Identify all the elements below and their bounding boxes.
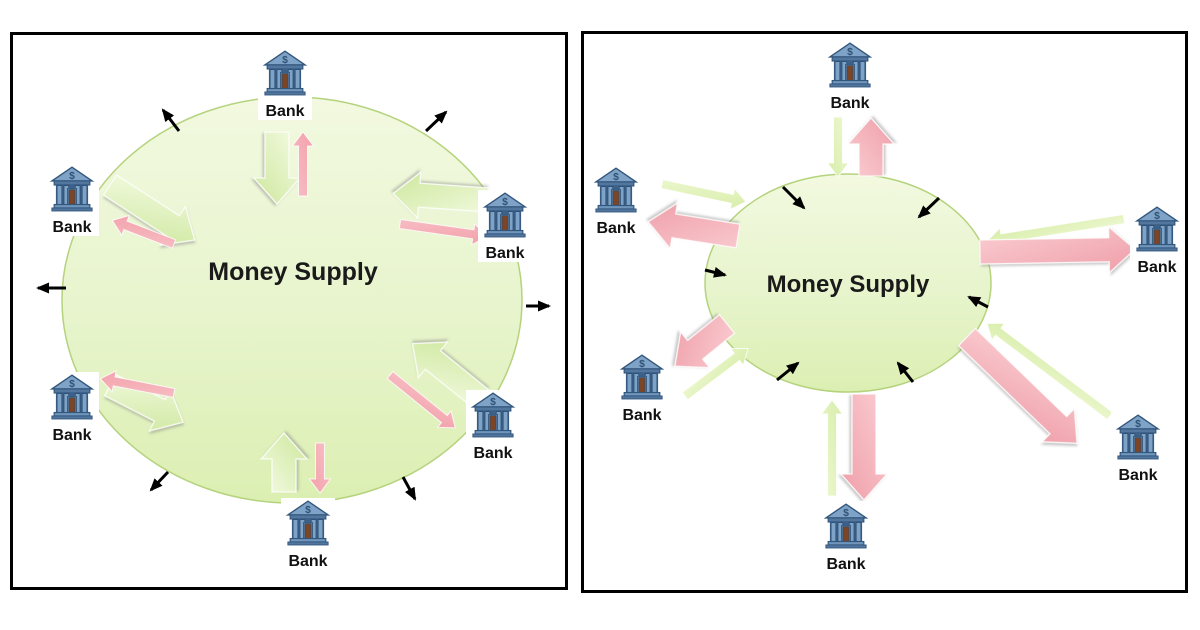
expansion-arrow [161,108,181,132]
money-supply-expansion-panel: Bank Bank Bank Bank Bank [10,32,568,590]
money-inflow-arrow [252,131,302,205]
contraction-arrow [776,361,800,382]
contraction-arrows [704,185,989,383]
bank-label: Bank [596,220,635,237]
outflow-arrows [99,131,488,494]
bank-label: Bank [485,245,524,262]
money-supply-ellipse [704,173,992,393]
money-outflow-arrow [647,201,741,250]
contraction-arrow [917,196,941,219]
bank-label: Bank [1137,259,1176,276]
money-outflow-arrow [957,327,1078,444]
money-supply-title: Money Supply [767,271,930,298]
bank: Bank [1111,412,1165,484]
bank-label: Bank [52,427,91,444]
bank: Bank [258,48,312,120]
bank-label: Bank [265,103,304,120]
money-inflow-arrow [102,174,196,246]
bank-label: Bank [830,95,869,112]
expansion-arrow [424,110,448,133]
bank: Bank [281,498,335,570]
money-outflow-arrow [308,442,332,494]
money-inflow-arrow [826,116,850,178]
expansion-diagram: Bank Bank Bank Bank Bank [36,48,551,570]
expansion-arrows [36,108,551,501]
money-inflow-arrow [392,170,490,220]
expansion-arrow [149,470,170,492]
money-outflow-arrow [846,117,896,177]
money-inflow-arrow [820,399,844,497]
contraction-arrow [896,361,915,383]
bank: Bank [823,40,877,112]
expansion-arrow [401,476,417,501]
money-outflow-arrow [99,370,176,399]
bank-label: Bank [826,556,865,573]
money-inflow-arrow [660,179,747,211]
bank: Bank [466,390,520,462]
money-outflow-arrow [674,313,736,369]
bank: Bank [615,352,669,424]
bank-label: Bank [1118,467,1157,484]
bank-label: Bank [288,553,327,570]
contraction-arrow [704,266,727,278]
money-inflow-arrow [681,347,749,401]
inflow-arrows [102,131,490,493]
bank-label: Bank [622,407,661,424]
bank-label: Bank [52,219,91,236]
bank: Bank [589,165,643,237]
money-outflow-arrow [291,131,315,197]
bank: Bank [478,190,532,262]
inflow-arrows [660,116,1126,497]
money-outflow-arrow [979,225,1136,275]
outflow-arrows [647,117,1136,501]
bank: Bank [819,501,873,573]
money-outflow-arrow [386,370,456,429]
contraction-arrow [967,295,989,309]
bank: Bank [45,372,99,444]
money-outflow-arrow [111,214,177,249]
money-inflow-arrow [103,373,184,432]
money-outflow-arrow [839,393,889,501]
money-inflow-arrow [986,322,1114,421]
contraction-arrow [781,185,806,210]
money-supply-contraction-panel: Bank Bank Bank Bank Bank [581,31,1188,593]
bank: Bank [1130,204,1184,276]
bank: Bank [45,164,99,236]
money-inflow-arrow [259,432,309,493]
bank-label: Bank [473,445,512,462]
contraction-diagram: Bank Bank Bank Bank Bank [589,40,1184,573]
money-supply-title: Money Supply [208,258,378,286]
